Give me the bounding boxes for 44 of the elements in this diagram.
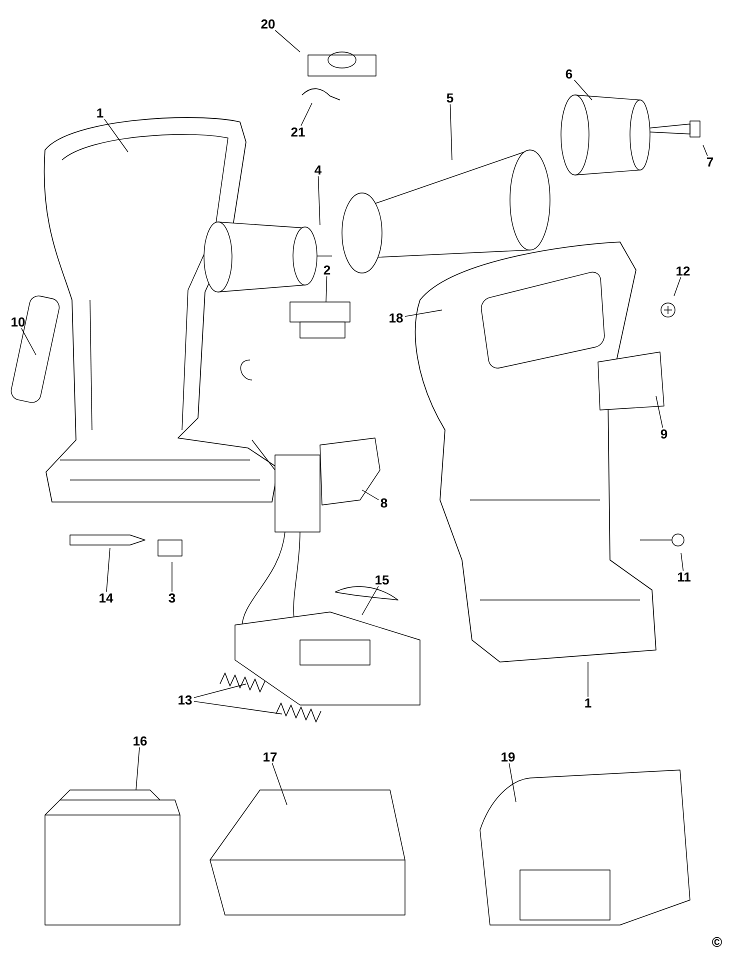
leader-line (106, 548, 110, 592)
leader-line (194, 684, 246, 698)
leader-line (508, 762, 516, 802)
leader-line (680, 552, 684, 572)
leader-line (674, 276, 682, 296)
callout-number: 2 (324, 265, 330, 275)
leader-line (362, 490, 380, 500)
leader-line (702, 144, 708, 156)
callout-number: 5 (446, 93, 454, 103)
callout-number: 1 (585, 698, 592, 708)
callout-number: 16 (134, 736, 147, 746)
callout-number: 7 (706, 158, 714, 166)
leader-line (326, 276, 328, 302)
callout-number: 20 (261, 19, 275, 29)
leader-line (404, 310, 442, 317)
copyright-mark: © (712, 937, 722, 947)
leader-line (656, 396, 664, 428)
callout-number: 15 (376, 575, 389, 585)
callout-number: 9 (660, 429, 668, 439)
callout-number: 4 (314, 166, 322, 174)
callout-number: 17 (264, 752, 277, 762)
leader-line (362, 586, 379, 616)
callout-number: 8 (380, 498, 388, 508)
callout-number: 6 (566, 69, 572, 79)
callout-number: 3 (168, 593, 176, 603)
leader-line (194, 700, 282, 714)
leader-line (450, 104, 452, 160)
callout-number: 11 (678, 572, 690, 582)
leader-line (104, 118, 128, 152)
callout-number: 14 (100, 594, 114, 602)
callout-number: 12 (676, 266, 690, 276)
callout-number: 10 (12, 317, 25, 327)
leader-line (272, 762, 288, 806)
leader-line (136, 746, 140, 790)
callout-number: 21 (291, 127, 305, 137)
leader-line (274, 30, 300, 52)
callout-number: 18 (390, 313, 403, 323)
callout-number: 13 (178, 695, 192, 705)
leader-line (318, 176, 320, 226)
callout-number: 1 (97, 108, 104, 118)
leader-line (21, 328, 36, 356)
leader-line (300, 102, 312, 126)
leader-line (574, 80, 592, 100)
callout-number: 19 (502, 752, 515, 762)
